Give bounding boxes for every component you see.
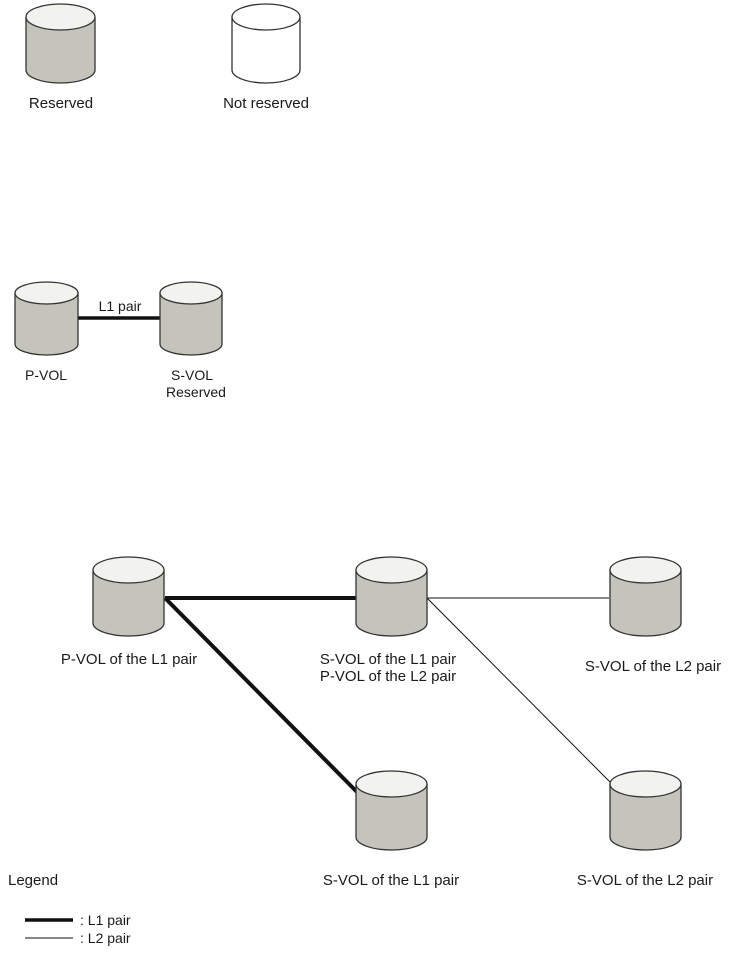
svol-l1-bottom-volume-icon [355,770,428,851]
pvol-volume-icon [14,281,79,356]
legend-l2-label: : L2 pair [80,930,131,946]
reserved-label: Reserved [29,95,93,112]
legend-title: Legend [8,872,58,889]
svol-l1-bottom-label: S-VOL of the L1 pair [323,872,459,889]
svol-label: S-VOL [171,367,213,383]
not-reserved-label: Not reserved [223,95,309,112]
l2-pair-line-diagonal [426,597,611,783]
svol-l1-label: S-VOL of the L1 pair [320,651,456,668]
svol-l2-bottom-volume-icon [609,770,682,851]
svol-reserved-label: Reserved [166,384,226,400]
svol-l2-top-volume-icon [609,556,682,637]
pvol-l1-volume-icon [92,556,165,637]
svol-reserved-volume-icon [159,281,223,356]
pvol-label: P-VOL [25,367,67,383]
l1-pair-label: L1 pair [99,298,142,314]
l1-pair-line-diagonal [163,596,359,794]
svol-l2-bottom-label: S-VOL of the L2 pair [577,872,713,889]
pvol-l2-label: P-VOL of the L2 pair [320,668,456,685]
reserved-volume-icon [25,3,96,84]
legend-l1-label: : L1 pair [80,912,131,928]
not-reserved-volume-icon [231,3,301,84]
svol-l1-pvol-l2-volume-icon [355,556,428,637]
svol-l2-top-label: S-VOL of the L2 pair [585,658,721,675]
pvol-l1-label: P-VOL of the L1 pair [61,651,197,668]
